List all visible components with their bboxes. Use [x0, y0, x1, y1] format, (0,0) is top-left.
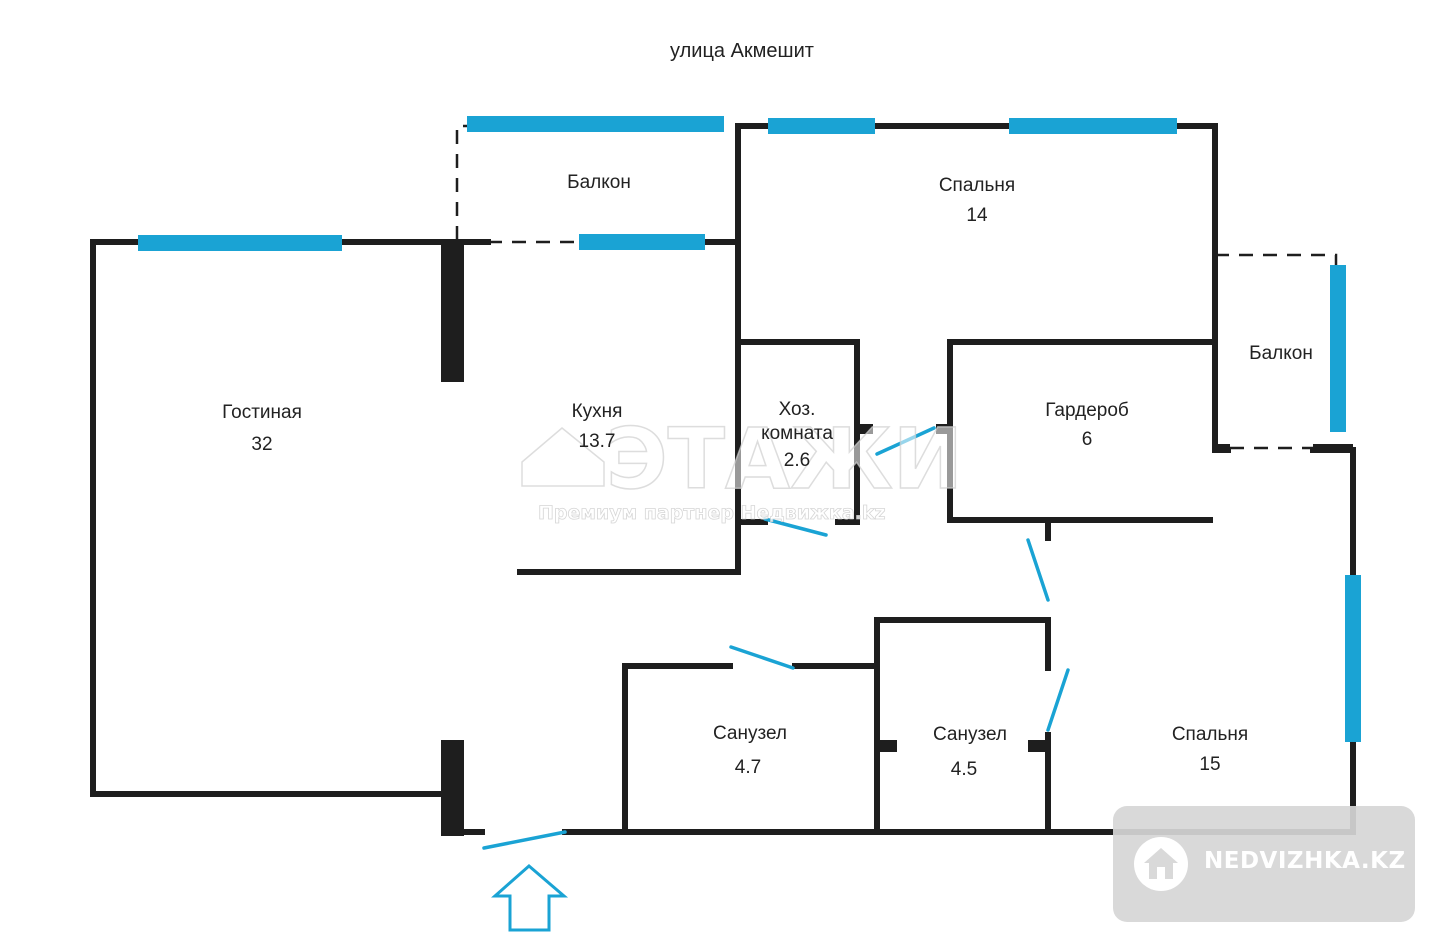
wall-columns	[441, 242, 1353, 836]
street-label: улица Акмешит	[670, 40, 814, 62]
watermark: ЭТАЖИ Премиум партнер Недвижка.kz	[521, 409, 964, 524]
balcony-outlines	[455, 124, 1338, 450]
post-balcony-right-right	[1313, 444, 1353, 452]
post-bathroom-2-left	[877, 740, 897, 752]
door-wardrobe	[875, 426, 936, 456]
door-bathroom-1	[729, 645, 795, 670]
balcony-right-name: Балкон	[1249, 343, 1313, 364]
bedroom-bottom-area: 15	[1199, 754, 1220, 775]
wall-bathroom-2	[874, 617, 1051, 835]
post-balcony-right-left	[1212, 444, 1230, 452]
living-area: 32	[251, 434, 272, 455]
watermark-partner-text: Премиум партнер Недвижка.kz	[538, 502, 886, 524]
balcony-top-name: Балкон	[567, 172, 631, 193]
labels: улица Акмешит Гостиная 32 Кухня 13.7 Бал…	[222, 40, 1313, 780]
bedroom-top-area: 14	[966, 205, 988, 226]
bathroom-2-area: 4.5	[951, 759, 977, 780]
kitchen-area: 13.7	[579, 431, 616, 452]
nedvizhka-badge: NEDVIZHKA.KZ	[1113, 806, 1415, 922]
door-entrance	[482, 830, 567, 850]
post-bathroom-2-right	[1028, 740, 1048, 752]
wardrobe-area: 6	[1082, 429, 1093, 450]
wall-wardrobe	[947, 339, 1213, 523]
column-living-bottom	[441, 740, 464, 836]
storage-area: 2.6	[784, 450, 810, 471]
storage-name-line2: комната	[761, 423, 833, 444]
kitchen-name: Кухня	[572, 401, 623, 422]
post-storage-right	[857, 424, 873, 434]
balcony-right-outline	[1215, 253, 1338, 265]
door-storage	[763, 517, 828, 537]
bathroom-1-name: Санузел	[713, 723, 787, 744]
balcony-top-outline	[455, 124, 468, 240]
doors	[482, 426, 1070, 850]
windows	[138, 116, 1361, 742]
door-bathroom-2	[1046, 668, 1070, 732]
bedroom-top-name: Спальня	[939, 175, 1015, 196]
badge-text: NEDVIZHKA.KZ	[1204, 848, 1406, 874]
bathroom-1-area: 4.7	[735, 757, 761, 778]
entrance-arrow-icon	[491, 864, 569, 932]
watermark-logo-text: ЭТАЖИ	[606, 410, 963, 508]
wall-storage	[735, 339, 860, 525]
bedroom-bottom-name: Спальня	[1172, 724, 1248, 745]
storage-name-line1: Хоз.	[779, 399, 816, 420]
door-bedroom-bottom-upper	[1026, 538, 1050, 602]
post-wardrobe-left	[936, 424, 950, 434]
wardrobe-name: Гардероб	[1045, 400, 1129, 421]
wall-living-outer	[90, 239, 458, 797]
bathroom-2-name: Санузел	[933, 724, 1007, 745]
wall-bathroom-1	[622, 663, 733, 835]
column-living-top	[441, 242, 464, 382]
living-name: Гостиная	[222, 402, 302, 423]
house-icon	[1134, 837, 1188, 891]
watermark-house-icon	[521, 427, 605, 487]
